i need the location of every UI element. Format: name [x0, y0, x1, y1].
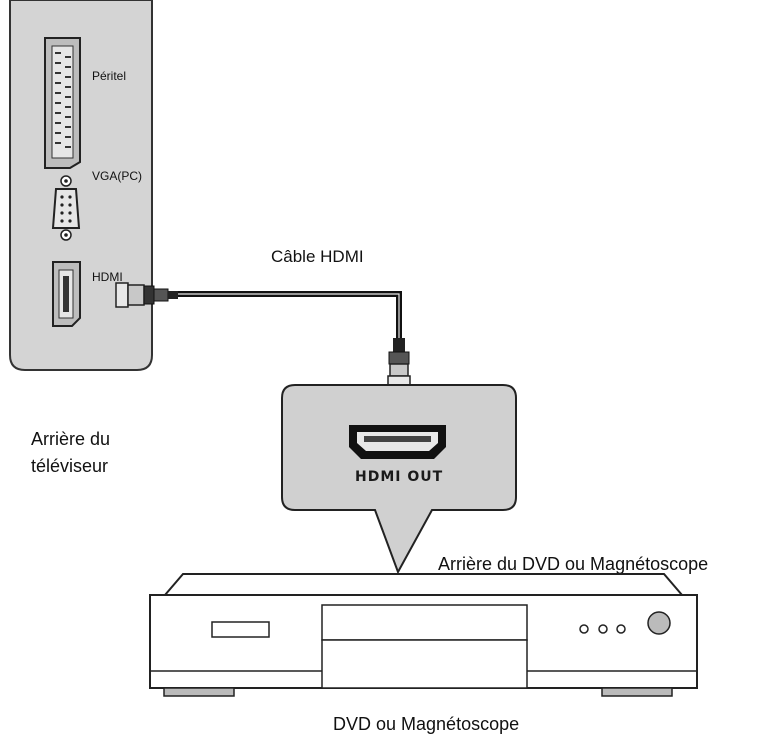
- dvd-player: [149, 573, 698, 697]
- right-foot: [601, 687, 673, 697]
- vga-label: VGA(PC): [92, 169, 142, 183]
- tv-rear-panel: Péritel VGA(PC) HDMI: [9, 0, 153, 371]
- disc-tray-slot: [211, 621, 270, 638]
- hdmi-out-label: HDMI OUT: [355, 469, 443, 485]
- hdmi-cable: [178, 291, 402, 352]
- tv-hdmi-port: [52, 261, 81, 327]
- front-button-3: [616, 624, 626, 634]
- vga-port: [51, 175, 81, 241]
- tv-caption-line2: téléviseur: [31, 456, 108, 476]
- front-button-2: [598, 624, 608, 634]
- tv-caption-line1: Arrière du: [31, 429, 110, 449]
- hdmi-out-callout: HDMI OUT: [281, 384, 517, 575]
- device-rear-label: Arrière du DVD ou Magnétoscope: [438, 554, 708, 574]
- hdmi-label: HDMI: [92, 270, 123, 284]
- scart-port: [44, 37, 81, 169]
- display-window: [321, 604, 528, 641]
- scart-label: Péritel: [92, 69, 126, 83]
- hdmi-cable-highlight: [178, 293, 400, 352]
- power-knob: [647, 611, 671, 635]
- device-label: DVD ou Magnétoscope: [333, 714, 519, 734]
- tape-door: [321, 639, 528, 689]
- cable-label: Câble HDMI: [271, 247, 364, 266]
- tv-hdmi-plug: [115, 282, 178, 308]
- front-button-1: [579, 624, 589, 634]
- left-foot: [163, 687, 235, 697]
